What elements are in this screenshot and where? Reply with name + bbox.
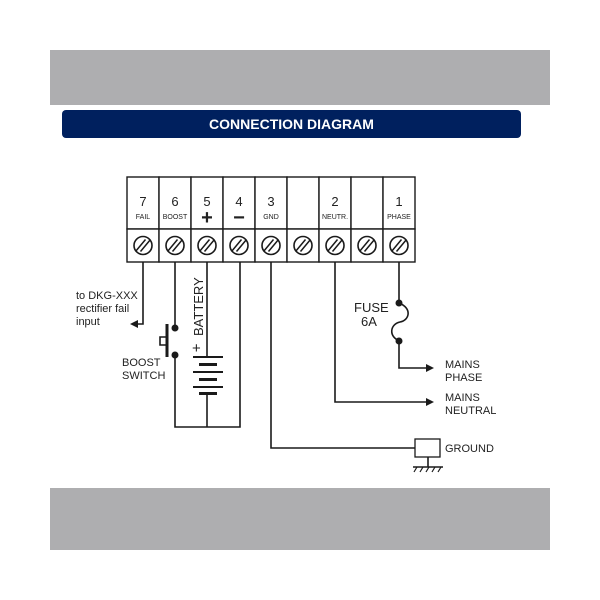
terminal-number: 5 — [203, 194, 210, 209]
terminal-number: 1 — [395, 194, 402, 209]
screw-icon — [261, 235, 281, 256]
wiring — [130, 262, 443, 473]
ground-label: GROUND — [445, 443, 494, 455]
fuse-symbol — [390, 302, 409, 342]
terminal-number: 3 — [267, 194, 274, 209]
terminal-label: − — [233, 207, 245, 229]
battery-label: BATTERY — [191, 277, 206, 336]
mains-neutral-label-1: MAINS — [445, 392, 480, 404]
wire-phase-bottom — [398, 341, 434, 372]
screw-icon — [293, 235, 313, 256]
screw-icon — [229, 235, 249, 256]
terminal-number: 6 — [171, 194, 178, 209]
diagram-title: CONNECTION DIAGRAM — [62, 110, 521, 138]
fuse-label-2: 6A — [361, 314, 377, 329]
wire-neutral — [334, 262, 434, 406]
terminal-blank-7 — [350, 176, 384, 263]
boost-switch-label-2: SWITCH — [122, 370, 165, 382]
ground-box — [414, 438, 441, 458]
top-gray-band — [50, 50, 550, 105]
rectifier-label-2: rectifier fail — [76, 303, 129, 315]
mains-neutral-label-2: NEUTRAL — [445, 405, 496, 417]
screw-icon — [325, 235, 345, 256]
terminal-label: PHASE — [387, 214, 411, 221]
screw-icon — [389, 235, 409, 256]
terminal-label: NEUTR. — [322, 214, 348, 221]
rectifier-label-3: input — [76, 316, 100, 328]
screw-icon — [357, 235, 377, 256]
terminal-4: 4− — [222, 176, 256, 263]
screw-icon — [197, 235, 217, 256]
battery-plus-label: + — [192, 340, 201, 357]
terminal-label: BOOST — [163, 214, 188, 221]
rectifier-label-1: to DKG-XXX — [76, 290, 138, 302]
fuse-label-1: FUSE — [354, 300, 389, 315]
junction-dots — [171, 299, 403, 359]
terminal-blank-5 — [286, 176, 320, 263]
terminal-5: 5+ — [190, 176, 224, 263]
terminal-label: + — [201, 207, 213, 229]
boost-switch-button — [159, 336, 167, 346]
terminal-label: FAIL — [136, 214, 151, 221]
wire-ground — [270, 262, 415, 449]
boost-switch-label-1: BOOST — [122, 357, 161, 369]
terminal-number: 7 — [139, 194, 146, 209]
terminal-number: 4 — [235, 194, 242, 209]
screw-icon — [133, 235, 153, 256]
terminal-label: GND — [263, 214, 279, 221]
wire-fail — [130, 262, 144, 328]
battery-symbol — [193, 356, 223, 395]
ground-hatch — [413, 466, 442, 473]
mains-phase-label-1: MAINS — [445, 359, 480, 371]
terminal-number: 2 — [331, 194, 338, 209]
mains-phase-label-2: PHASE — [445, 372, 482, 384]
bottom-gray-band — [50, 488, 550, 550]
screw-icon — [165, 235, 185, 256]
